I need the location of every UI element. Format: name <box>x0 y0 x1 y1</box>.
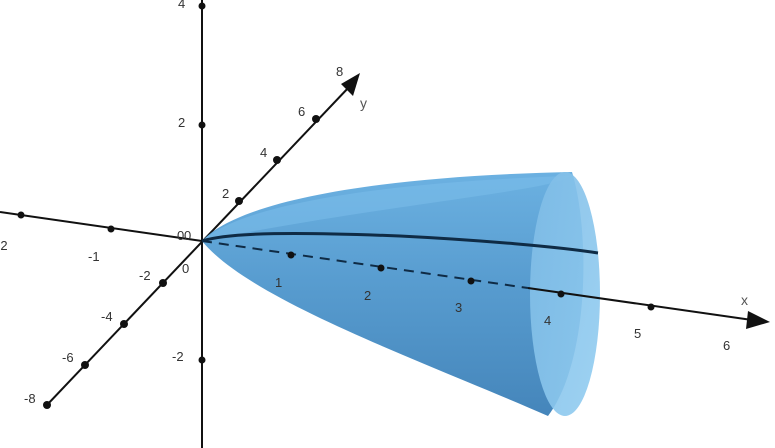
origin-label: 0 <box>182 261 189 276</box>
z-tick-4 <box>198 2 206 10</box>
y-tick-label: -8 <box>24 391 36 406</box>
y-axis <box>45 85 351 407</box>
y-tick-label: -6 <box>62 350 74 365</box>
z-tick-neg2 <box>198 356 206 364</box>
x-tick-3 <box>467 277 475 285</box>
y-tick-neg2 <box>159 279 167 287</box>
y-axis-name: y <box>360 95 367 111</box>
x-tick-1 <box>287 251 295 259</box>
origin-label: 0 <box>184 228 191 243</box>
x-tick-neg1 <box>107 225 115 233</box>
y-tick-label: -2 <box>139 268 151 283</box>
paraboloid-body <box>202 172 584 416</box>
axes-back <box>0 0 360 448</box>
y-tick-neg4 <box>120 320 128 328</box>
x-tick-label: 6 <box>723 338 730 353</box>
y-tick-2 <box>235 197 243 205</box>
x-tick-label: 3 <box>455 300 462 315</box>
x-tick-label: 5 <box>634 326 641 341</box>
x-axis-negative <box>0 211 203 242</box>
x-tick-4 <box>557 290 565 298</box>
x-tick-label: 4 <box>544 313 551 328</box>
z-tick-label: -2 <box>172 349 184 364</box>
x-tick-label: 2 <box>364 288 371 303</box>
x-tick-label: -1 <box>88 249 100 264</box>
y-tick-label: 8 <box>336 64 343 79</box>
axes-front <box>527 287 770 329</box>
x-tick-neg2 <box>17 211 25 219</box>
x-axis-positive <box>527 287 753 321</box>
paraboloid-surface <box>202 172 600 416</box>
x-tick-2 <box>377 264 385 272</box>
y-tick-neg6 <box>81 361 89 369</box>
y-tick-4 <box>273 156 281 164</box>
x-tick-label: -2 <box>0 238 8 253</box>
y-tick-6 <box>312 115 320 123</box>
tick-labels: -2 -1 1 2 3 4 5 6 -8 -6 -4 -2 2 4 6 8 4 … <box>0 0 730 406</box>
tick-marks <box>17 2 655 409</box>
z-tick-2 <box>198 121 206 129</box>
origin-label: 0 <box>177 228 184 243</box>
y-tick-label: 4 <box>260 145 267 160</box>
z-tick-label: 2 <box>178 115 185 130</box>
y-tick-neg8 <box>43 401 51 409</box>
paraboloid-upper-sheen <box>202 176 570 241</box>
x-axis-name: x <box>741 292 748 308</box>
y-axis-arrowhead <box>341 73 360 96</box>
y-tick-label: 2 <box>222 186 229 201</box>
y-tick-label: 6 <box>298 104 305 119</box>
y-tick-label: -4 <box>101 309 113 324</box>
x-tick-label: 1 <box>275 275 282 290</box>
x-tick-5 <box>647 303 655 311</box>
z-tick-label: 4 <box>178 0 185 11</box>
parabola-curve <box>201 231 599 255</box>
x-axis-arrowhead <box>746 311 770 329</box>
